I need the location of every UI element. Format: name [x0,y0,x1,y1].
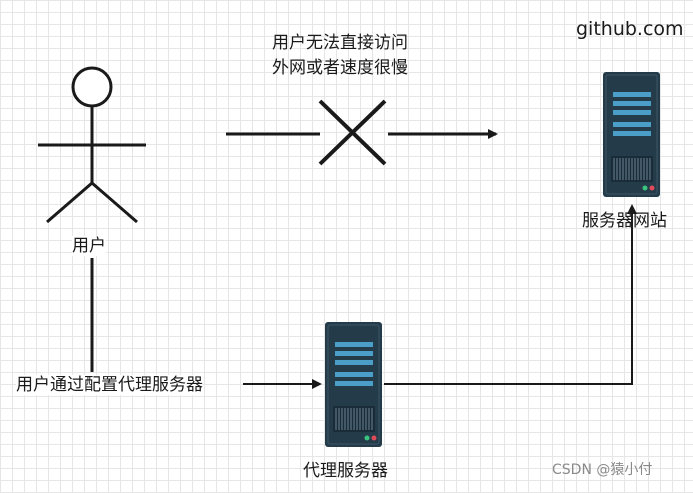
blocked-note-line1: 用户无法直接访问 [272,33,408,53]
via-proxy-label: 用户通过配置代理服务器 [16,375,203,396]
site-server-label: 服务器网站 [582,211,667,231]
user-label: 用户 [72,236,106,257]
proxy-server-label: 代理服务器 [303,461,388,481]
site-server-rack-icon [603,72,660,197]
watermark: CSDN @猿小付 [552,462,653,478]
site-domain-label: github.com [576,18,684,40]
blocked-note-line2: 外网或者速度很慢 [272,58,408,78]
proxy-server-rack-icon [325,322,382,447]
user-stick-figure-icon [38,66,146,224]
x-cross-icon [318,99,387,166]
proxy-to-site-arrow [384,204,637,385]
